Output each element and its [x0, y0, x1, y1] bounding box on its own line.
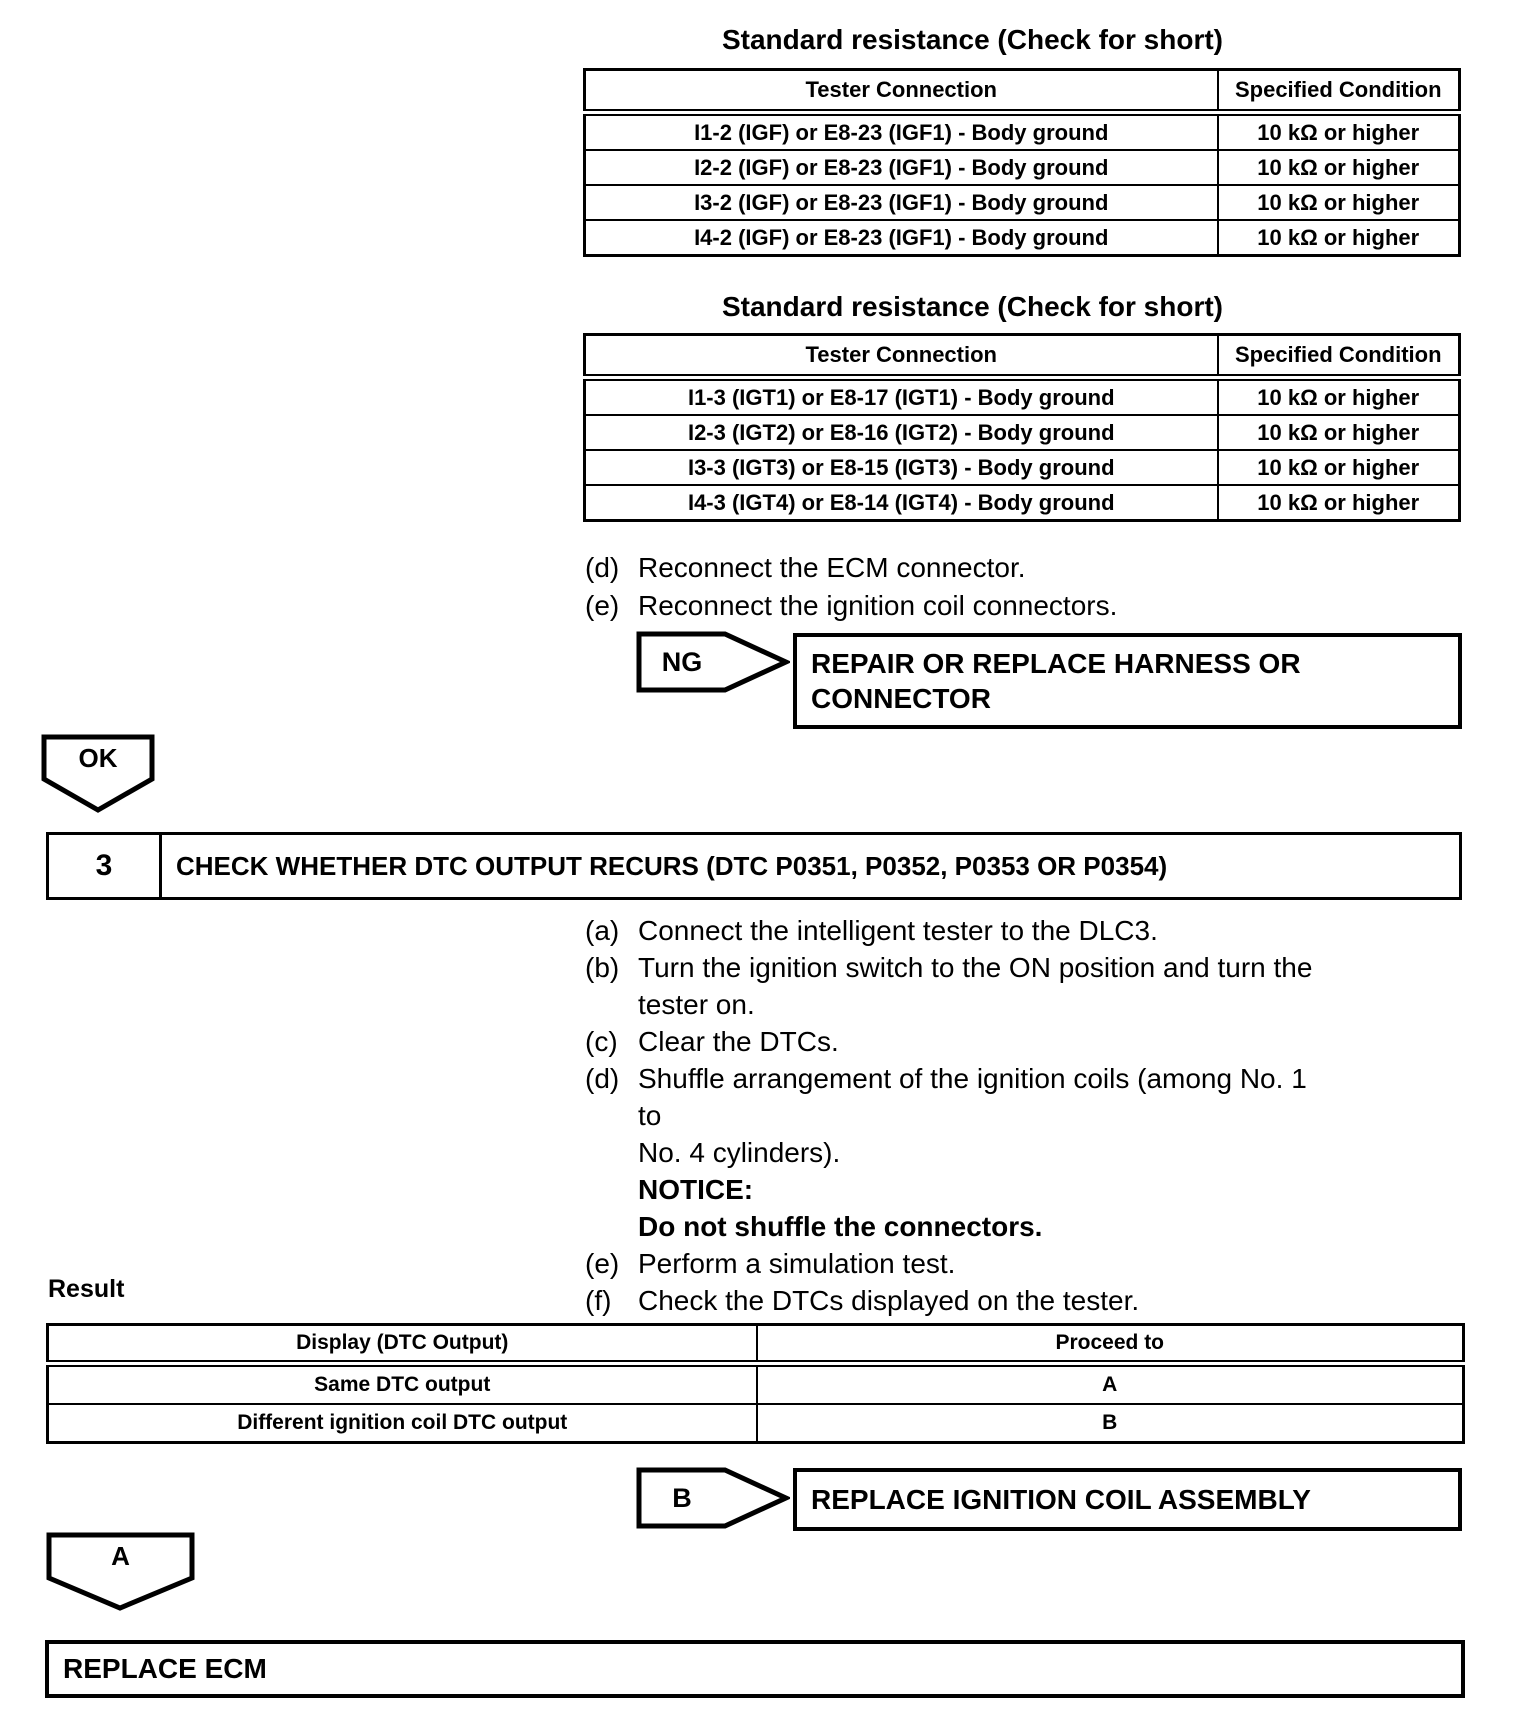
ng-arrow-shape [636, 631, 790, 693]
item-text: Turn the ignition switch to the ON posit… [638, 952, 1313, 983]
procedure-item-b: (b) Turn the ignition switch to the ON p… [585, 949, 1325, 1023]
result-section-label: Result [48, 1275, 125, 1303]
tester-connection-cell: I1-3 (IGT1) or E8-17 (IGT1) - Body groun… [583, 376, 1219, 416]
specified-condition-cell: 10 kΩ or higher [1216, 111, 1461, 151]
item-text: Shuffle arrangement of the ignition coil… [638, 1063, 1307, 1131]
specified-condition-cell: 10 kΩ or higher [1216, 376, 1461, 416]
table-row: Different ignition coil DTC output B [46, 1403, 1465, 1444]
tester-connection-cell: I2-2 (IGF) or E8-23 (IGF1) - Body ground [583, 149, 1219, 186]
ng-action-line-1: REPAIR OR REPLACE HARNESS OR [811, 648, 1301, 679]
resistance-table-1-title: Standard resistance (Check for short) [721, 24, 1224, 55]
notice-label: NOTICE: [638, 1174, 754, 1205]
item-label: (c) [585, 1026, 618, 1057]
table-row: I4-2 (IGF) or E8-23 (IGF1) - Body ground… [583, 219, 1461, 257]
item-text: tester on. [638, 989, 755, 1020]
step-3-title: CHECK WHETHER DTC OUTPUT RECURS (DTC P03… [176, 850, 1168, 881]
col-header-proceed-to: Proceed to [755, 1323, 1465, 1367]
procedure-item-a: (a) Connect the intelligent tester to th… [585, 912, 1325, 949]
col-header-specified-condition: Specified Condition [1216, 68, 1461, 116]
replace-ecm-box: REPLACE ECM [45, 1640, 1465, 1698]
tester-connection-cell: I3-3 (IGT3) or E8-15 (IGT3) - Body groun… [583, 449, 1219, 486]
table-header-row: Display (DTC Output) Proceed to [46, 1323, 1465, 1367]
table-row: I4-3 (IGT4) or E8-14 (IGT4) - Body groun… [583, 484, 1461, 522]
display-cell: Different ignition coil DTC output [46, 1403, 758, 1444]
a-connector-label: A [111, 1540, 130, 1571]
resistance-table-2-title: Standard resistance (Check for short) [721, 291, 1224, 322]
proceed-cell: B [755, 1403, 1465, 1444]
table-row: I3-3 (IGT3) or E8-15 (IGT3) - Body groun… [583, 449, 1461, 486]
procedure-list: (a) Connect the intelligent tester to th… [585, 912, 1325, 1319]
item-label: (f) [585, 1285, 612, 1316]
step-label: (e) [585, 590, 620, 621]
b-action-box: REPLACE IGNITION COIL ASSEMBLY [793, 1468, 1462, 1531]
ng-action-line-2: CONNECTOR [811, 683, 991, 714]
specified-condition-cell: 10 kΩ or higher [1216, 219, 1461, 257]
notice-text: Do not shuffle the connectors. [638, 1211, 1043, 1242]
col-header-tester-connection: Tester Connection [583, 333, 1219, 381]
tester-connection-cell: I3-2 (IGF) or E8-23 (IGF1) - Body ground [583, 184, 1219, 221]
table-row: I1-2 (IGF) or E8-23 (IGF1) - Body ground… [583, 111, 1461, 151]
procedure-item-e: (e) Perform a simulation test. [585, 1245, 1325, 1282]
table-header-row: Tester Connection Specified Condition [583, 333, 1461, 381]
tester-connection-cell: I2-3 (IGT2) or E8-16 (IGT2) - Body groun… [583, 414, 1219, 451]
item-text: Check the DTCs displayed on the tester. [638, 1285, 1140, 1316]
procedure-item-c: (c) Clear the DTCs. [585, 1023, 1325, 1060]
table-row: I2-3 (IGT2) or E8-16 (IGT2) - Body groun… [583, 414, 1461, 451]
ok-connector-shape [41, 734, 155, 814]
a-connector-shape [46, 1532, 195, 1612]
table-row: Same DTC output A [46, 1362, 1465, 1405]
specified-condition-cell: 10 kΩ or higher [1216, 449, 1461, 486]
item-text: Connect the intelligent tester to the DL… [638, 915, 1158, 946]
ng-arrow-label: NG [661, 646, 703, 677]
resistance-table-1: Tester Connection Specified Condition I1… [583, 68, 1461, 257]
col-header-tester-connection: Tester Connection [583, 68, 1219, 116]
item-label: (b) [585, 952, 620, 983]
b-action-text: REPLACE IGNITION COIL ASSEMBLY [811, 1483, 1311, 1515]
tester-connection-cell: I4-2 (IGF) or E8-23 (IGF1) - Body ground [583, 219, 1219, 257]
step-text: Reconnect the ECM connector. [638, 552, 1026, 583]
step-e: (e) Reconnect the ignition coil connecto… [585, 587, 1325, 625]
step-3-header: 3 CHECK WHETHER DTC OUTPUT RECURS (DTC P… [46, 832, 1462, 900]
step-3-number: 3 [49, 835, 162, 897]
table-row: I2-2 (IGF) or E8-23 (IGF1) - Body ground… [583, 149, 1461, 186]
col-header-specified-condition: Specified Condition [1216, 333, 1461, 381]
result-table: Display (DTC Output) Proceed to Same DTC… [46, 1323, 1465, 1444]
ng-action-box: REPAIR OR REPLACE HARNESS OR CONNECTOR [793, 633, 1462, 729]
reconnect-steps: (d) Reconnect the ECM connector. (e) Rec… [585, 549, 1325, 625]
item-label: (e) [585, 1248, 620, 1279]
tester-connection-cell: I1-2 (IGF) or E8-23 (IGF1) - Body ground [583, 111, 1219, 151]
proceed-cell: A [755, 1362, 1465, 1405]
item-text: Perform a simulation test. [638, 1248, 956, 1279]
b-arrow-shape [636, 1467, 790, 1529]
col-header-display: Display (DTC Output) [46, 1323, 758, 1367]
table-row: I3-2 (IGF) or E8-23 (IGF1) - Body ground… [583, 184, 1461, 221]
display-cell: Same DTC output [46, 1362, 758, 1405]
specified-condition-cell: 10 kΩ or higher [1216, 149, 1461, 186]
specified-condition-cell: 10 kΩ or higher [1216, 414, 1461, 451]
specified-condition-cell: 10 kΩ or higher [1216, 184, 1461, 221]
table-header-row: Tester Connection Specified Condition [583, 68, 1461, 116]
b-arrow-label: B [672, 1482, 692, 1513]
ok-connector-label: OK [78, 742, 118, 773]
step-text: Reconnect the ignition coil connectors. [638, 590, 1118, 621]
step-label: (d) [585, 552, 620, 583]
tester-connection-cell: I4-3 (IGT4) or E8-14 (IGT4) - Body groun… [583, 484, 1219, 522]
step-d: (d) Reconnect the ECM connector. [585, 549, 1325, 587]
replace-ecm-text: REPLACE ECM [63, 1653, 267, 1684]
item-label: (d) [585, 1063, 620, 1094]
item-label: (a) [585, 915, 620, 946]
resistance-table-2: Tester Connection Specified Condition I1… [583, 333, 1461, 522]
item-text: No. 4 cylinders). [638, 1137, 841, 1168]
specified-condition-cell: 10 kΩ or higher [1216, 484, 1461, 522]
procedure-item-f: (f) Check the DTCs displayed on the test… [585, 1282, 1325, 1319]
table-row: I1-3 (IGT1) or E8-17 (IGT1) - Body groun… [583, 376, 1461, 416]
procedure-item-d: (d) Shuffle arrangement of the ignition … [585, 1060, 1325, 1245]
item-text: Clear the DTCs. [638, 1026, 839, 1057]
